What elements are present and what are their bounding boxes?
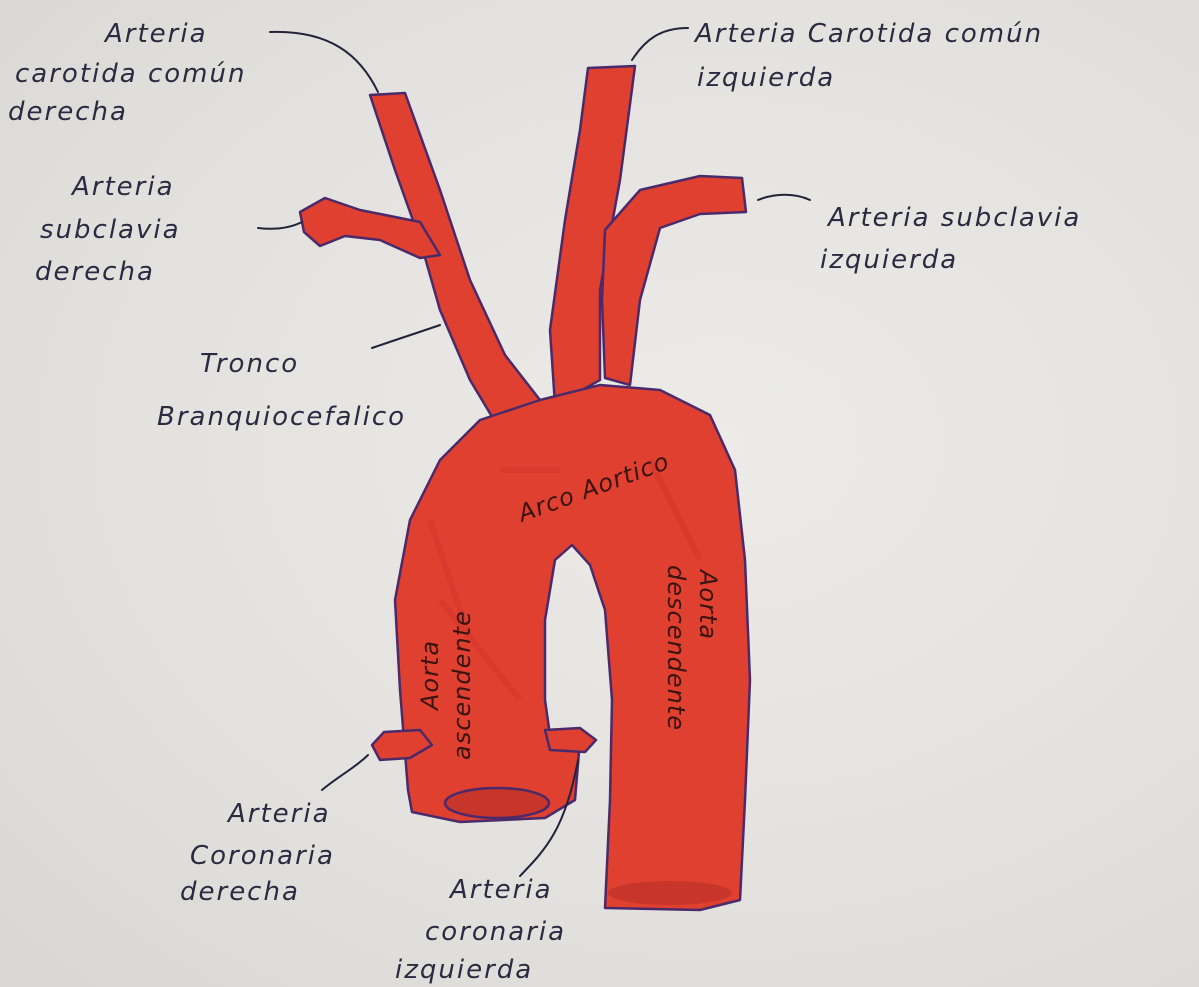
label-aorta-right-1: Aorta — [694, 568, 722, 640]
label-subclavia-izquierda-2: izquierda — [820, 245, 958, 275]
label-coronaria-derecha-3: derecha — [180, 877, 300, 907]
left-subclavian-shape — [602, 176, 746, 385]
descending-aorta-opening — [608, 881, 732, 905]
leader-carotida-derecha — [270, 32, 378, 92]
leader-tronco — [372, 325, 440, 348]
label-carotida-izquierda-2: izquierda — [697, 63, 835, 93]
label-aorta-left-1: Aorta — [416, 640, 444, 712]
label-carotida-derecha-3: derecha — [8, 97, 128, 127]
right-common-carotid-shape — [370, 93, 540, 430]
left-coronary-shape — [545, 728, 596, 752]
label-aorta-right-2: descendente — [662, 565, 690, 731]
label-tronco-1: Tronco — [200, 349, 299, 379]
aorta-drawing — [300, 66, 750, 910]
leader-subclavia-izquierda — [758, 195, 810, 200]
label-coronaria-derecha-2: Coronaria — [190, 841, 335, 871]
label-tronco-2: Branquiocefalico — [157, 402, 406, 432]
aortic-root-opening — [445, 788, 549, 818]
label-coronaria-izquierda-3: izquierda — [395, 955, 533, 985]
label-coronaria-derecha-1: Arteria — [226, 799, 331, 829]
leader-carotida-izquierda — [632, 28, 688, 60]
label-coronaria-izquierda-2: coronaria — [425, 917, 566, 947]
label-subclavia-derecha-2: subclavia — [40, 215, 181, 245]
label-carotida-izquierda-1: Arteria Carotida común — [693, 19, 1043, 49]
leader-coronaria-derecha — [322, 755, 368, 790]
label-subclavia-derecha-1: Arteria — [70, 172, 175, 202]
label-aorta-left-2: ascendente — [448, 610, 476, 760]
label-carotida-derecha-2: carotida común — [15, 59, 246, 89]
leader-subclavia-derecha — [258, 222, 302, 229]
label-coronaria-izquierda-1: Arteria — [448, 875, 553, 905]
label-carotida-derecha-1: Arteria — [103, 19, 208, 49]
label-subclavia-izquierda-1: Arteria subclavia — [826, 203, 1081, 233]
label-subclavia-derecha-3: derecha — [35, 257, 155, 287]
